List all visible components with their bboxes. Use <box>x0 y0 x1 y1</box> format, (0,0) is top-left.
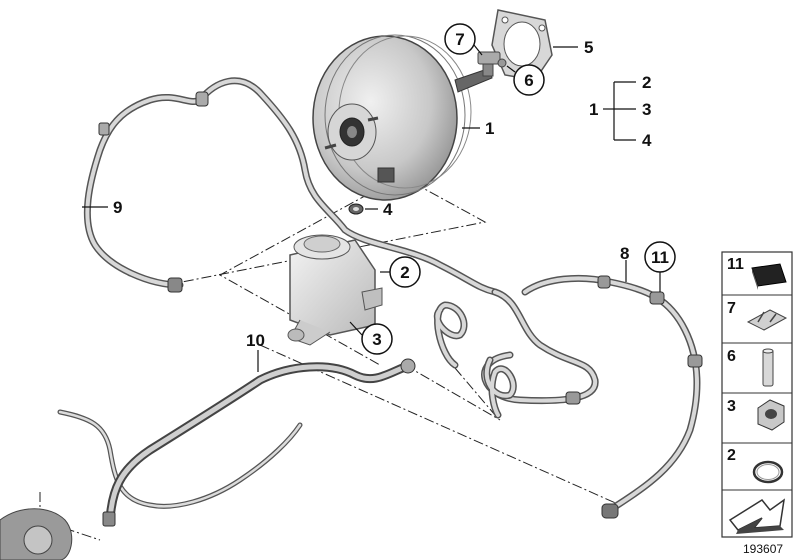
legend-num-3: 3 <box>727 398 736 415</box>
clip-icon <box>746 309 788 331</box>
callout-reservoir-seal: 2 <box>400 263 409 282</box>
callout-grommet: 4 <box>383 200 393 219</box>
grommet <box>348 203 364 215</box>
vacuum-pump <box>0 508 73 560</box>
callout-tree-child-bot: 4 <box>642 131 652 150</box>
legend-num-2: 6 <box>727 348 736 365</box>
callout-lines <box>82 44 661 372</box>
arrow-icon <box>728 498 786 534</box>
bracket-nut <box>477 51 507 77</box>
callout-gasket: 5 <box>584 38 593 57</box>
hose-8 <box>434 274 703 519</box>
callout-reservoir-nut: 3 <box>372 330 381 349</box>
fluid-reservoir <box>287 234 383 346</box>
callout-hose-left: 9 <box>113 198 122 217</box>
callout-tree-parent: 1 <box>589 100 598 119</box>
gasket <box>491 9 553 81</box>
hose-9 <box>83 77 499 296</box>
reference-number: 193607 <box>743 542 783 556</box>
callout-bracket: 7 <box>455 30 464 49</box>
legend-num-1: 7 <box>727 300 736 317</box>
callout-nut: 6 <box>524 71 533 90</box>
legend-num-0: 11 <box>727 256 744 273</box>
o-ring-icon <box>752 460 784 484</box>
callout-hose-lower: 10 <box>246 331 265 350</box>
legend-panel: 11 7 6 3 2 <box>721 251 793 538</box>
hose-10 <box>57 358 416 527</box>
callout-booster: 1 <box>485 119 494 138</box>
callout-tree-child-mid: 3 <box>642 100 651 119</box>
pin-icon <box>762 348 774 387</box>
hex-nut-icon <box>757 399 785 431</box>
brake-booster <box>312 34 493 201</box>
callout-tree-child-top: 2 <box>642 73 651 92</box>
callout-circles <box>361 23 676 355</box>
callout-hose-right: 8 <box>620 244 629 263</box>
foam-pad-icon <box>751 263 787 290</box>
legend-num-4: 2 <box>727 447 736 464</box>
callout-hose-clip: 11 <box>651 248 669 267</box>
